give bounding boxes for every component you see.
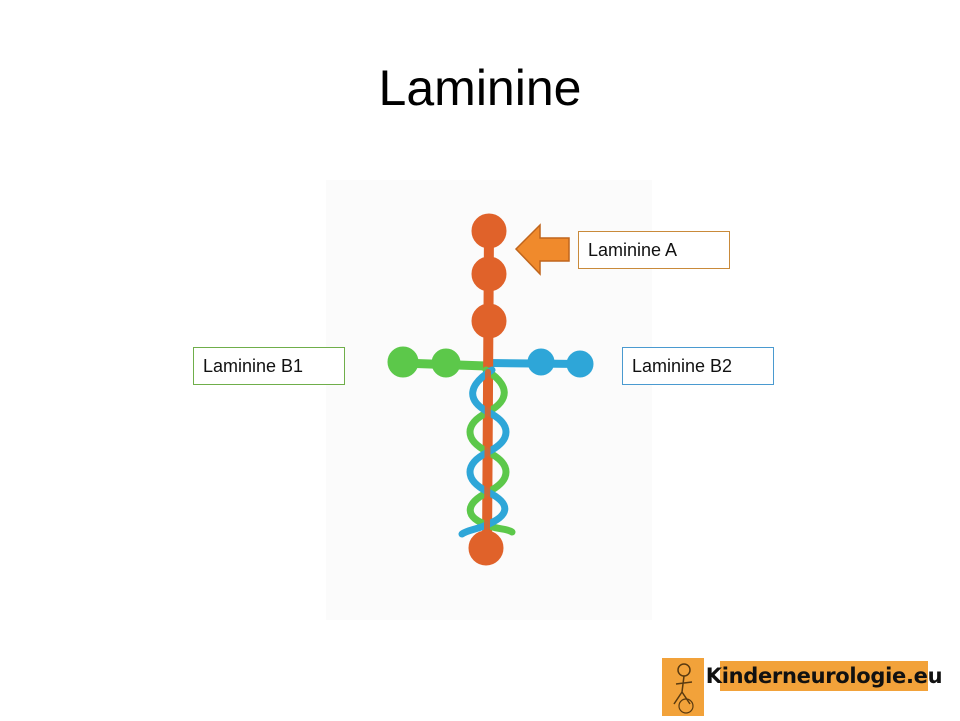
logo-text: Kinderneurologie.eu	[706, 661, 943, 691]
label-laminine-b1: Laminine B1	[193, 347, 345, 385]
chain-a-rod-overlay	[484, 369, 491, 533]
chain-a-globule-3	[471, 303, 507, 339]
chain-a-globule-2	[471, 256, 507, 292]
site-logo[interactable]: Kinderneurologie.eu	[662, 658, 943, 716]
chain-b1-globule-outer	[387, 346, 419, 378]
logo-figure-icon	[662, 658, 704, 716]
label-laminine-a: Laminine A	[578, 231, 730, 269]
arrow-left-icon	[514, 223, 570, 276]
chain-b2-globule-inner	[527, 348, 555, 376]
chain-b1-globule-inner	[431, 348, 461, 378]
chain-b2-arm	[486, 348, 594, 378]
slide-title: Laminine	[378, 60, 582, 116]
chain-b2-helix	[458, 366, 510, 538]
label-laminine-b2: Laminine B2	[622, 347, 774, 385]
chain-a-globule-1	[471, 213, 507, 249]
chain-b1-arm	[387, 346, 491, 378]
chain-a-globule-bottom	[468, 530, 504, 566]
chain-b2-globule-outer	[566, 350, 594, 378]
